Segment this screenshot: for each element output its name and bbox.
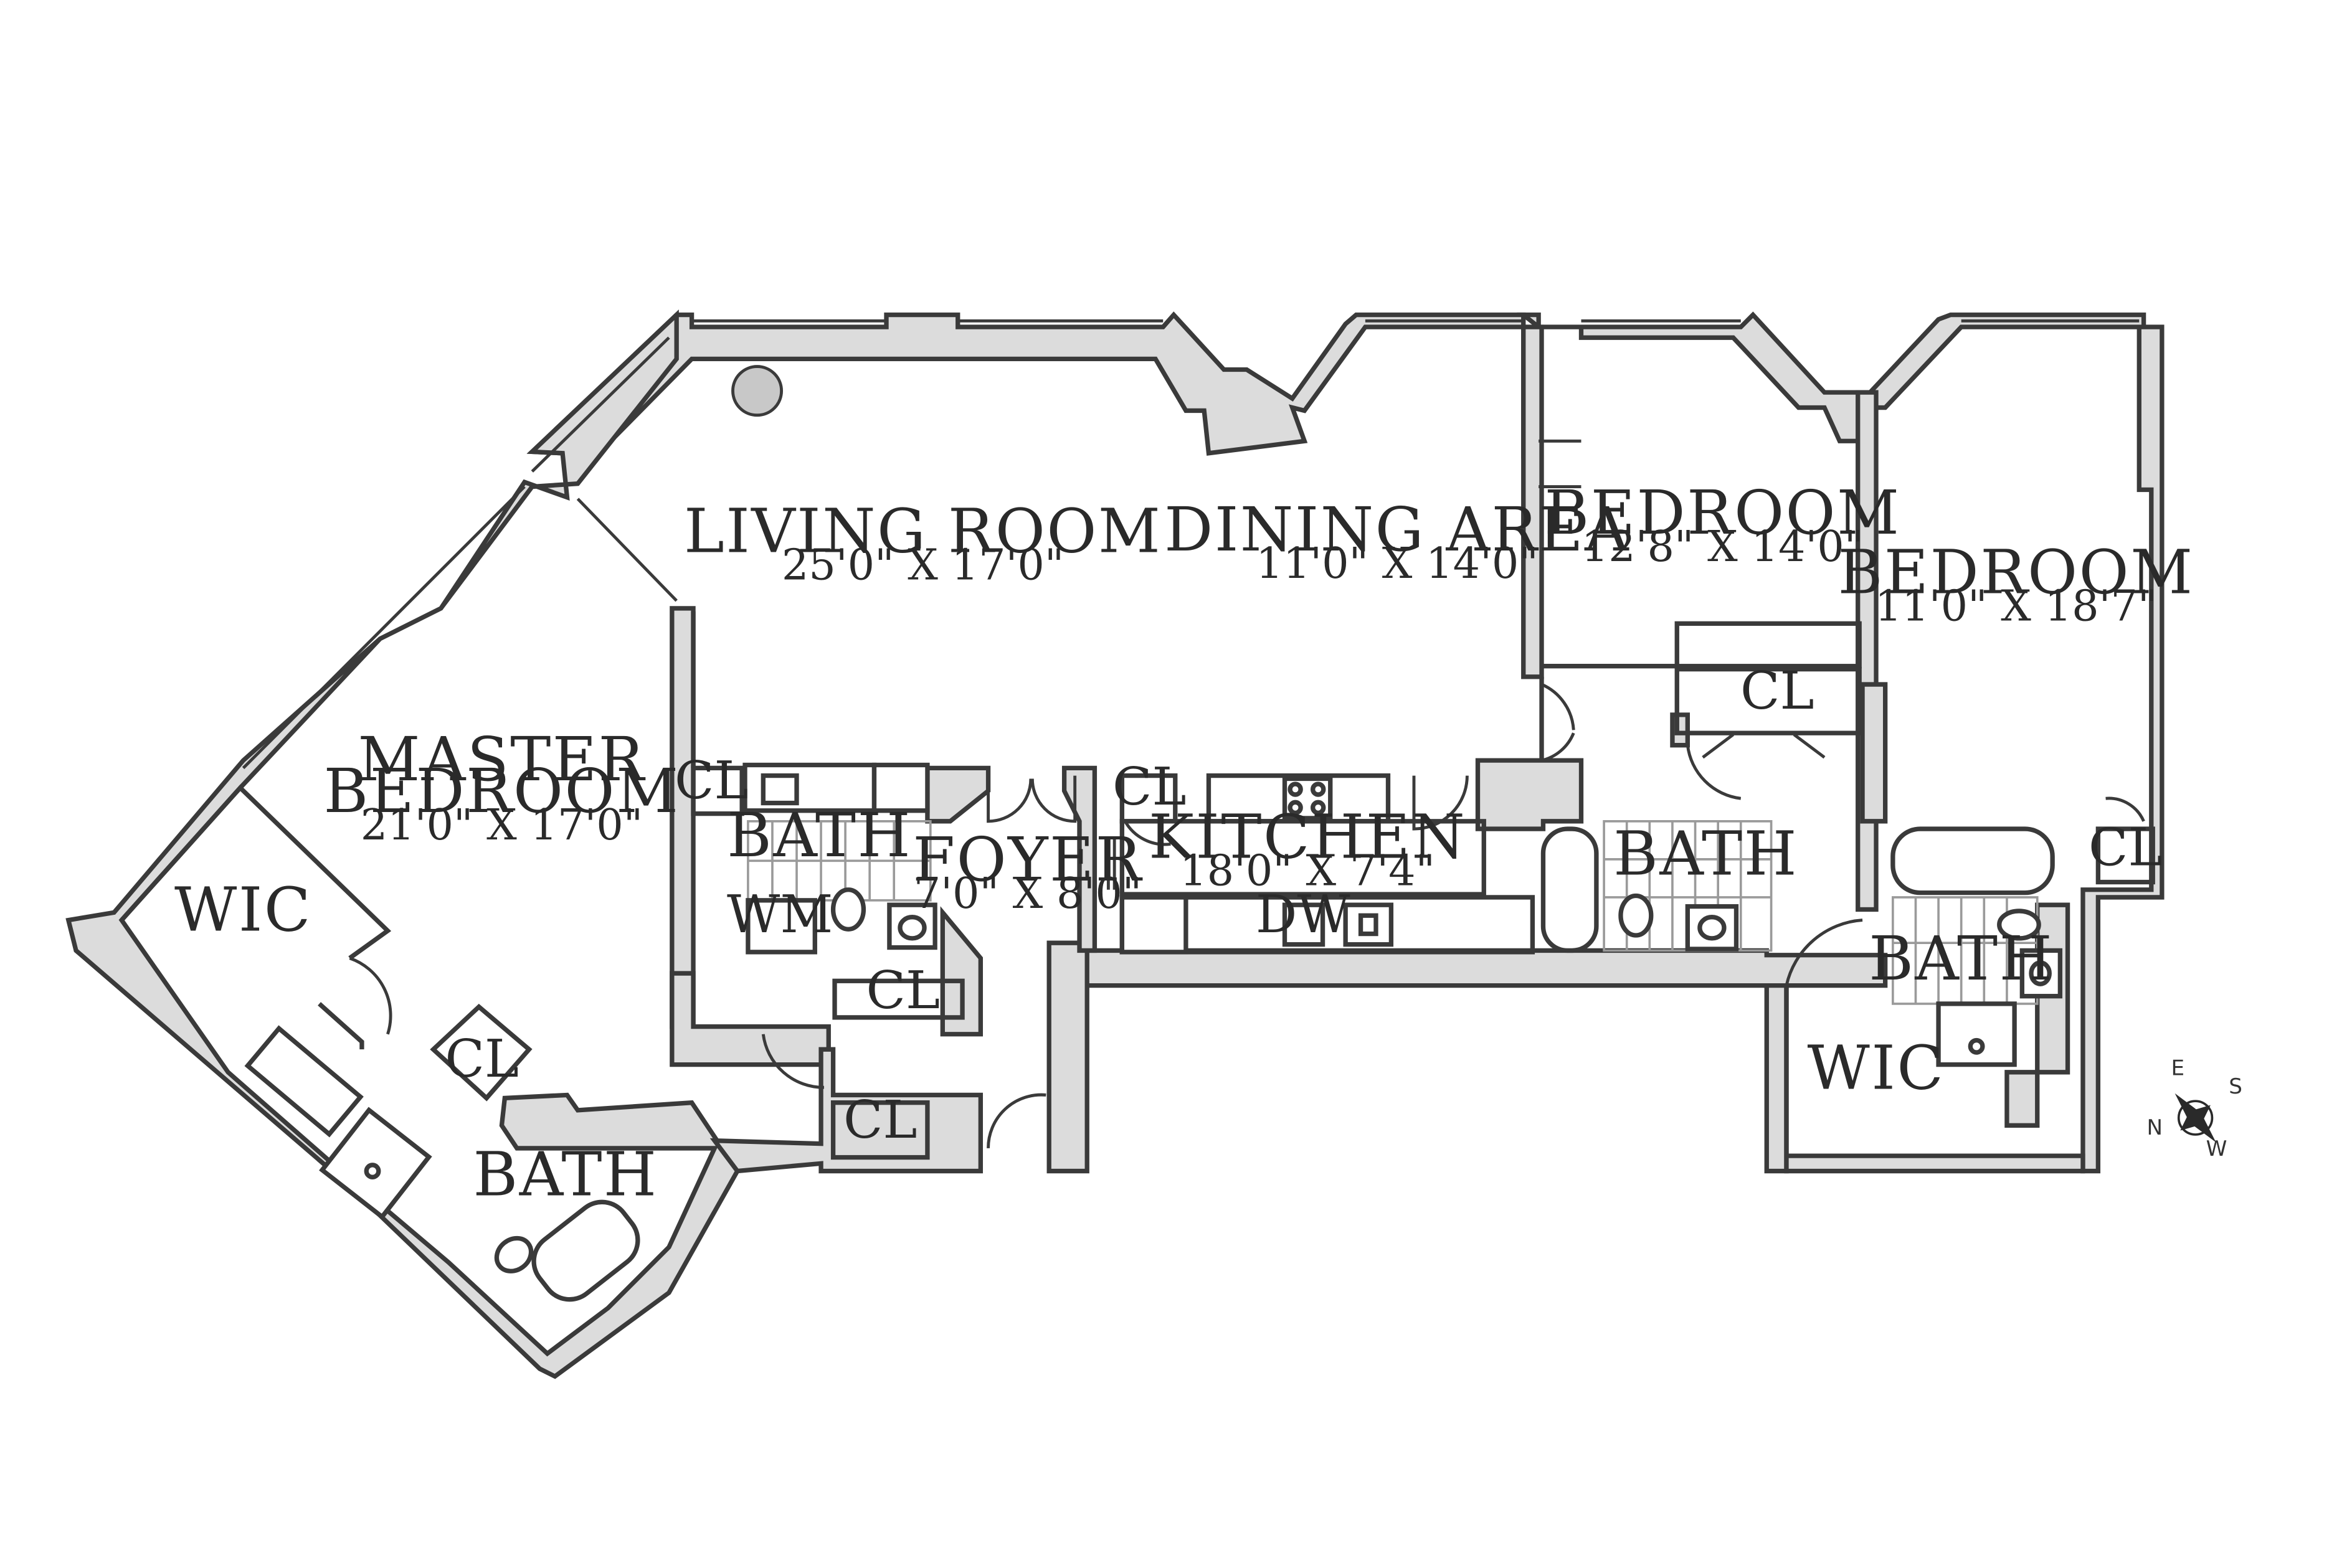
cl-label-kitchen: CL [1112, 757, 1187, 817]
exterior-walls [65, 309, 2165, 1379]
dining-area-label: DINING AREA [1164, 494, 1630, 565]
bath-label-1: BATH [727, 800, 912, 871]
cl-label-entry: CL [843, 1090, 918, 1150]
bedroom1-dims: 12'8" X 14'0" [1581, 522, 1864, 572]
dw-label: DW [1256, 884, 1351, 945]
wic-label-master: WIC [174, 875, 312, 946]
cl-label-bedroom1: CL [1740, 661, 1814, 721]
windows [242, 319, 2140, 770]
master-bedroom-label-2: BEDROOM [324, 756, 680, 827]
kitchen-dims: 18'0" X 7'4" [1180, 846, 1435, 895]
bedroom2-dims: 11'0" X 18'7" [1875, 582, 2157, 631]
kitchen-label: KITCHEN [1149, 801, 1466, 872]
foyer-dims: 7'0" X 8'0" [914, 869, 1142, 919]
cl-label-living: CL [675, 750, 749, 811]
cl-label-master: CL [445, 1029, 519, 1089]
master-bedroom-dims: 21'0" X 17'0" [361, 801, 643, 850]
bath-label-3: BATH [1869, 923, 2054, 994]
compass-n: N [2146, 1115, 2163, 1140]
living-room-label: LIVING ROOM [684, 496, 1162, 567]
wic-label-right: WIC [1808, 1033, 1945, 1104]
column [731, 365, 784, 417]
foyer-label: FOYER [913, 824, 1142, 895]
bath-label-master: BATH [473, 1140, 658, 1211]
compass-icon: E S N W [2146, 1056, 2242, 1161]
doors [349, 682, 2145, 1148]
master-bedroom-label-1: MASTER [358, 724, 646, 795]
living-room-dims: 25'0" X 17'0" [782, 541, 1064, 590]
fixtures [319, 762, 2063, 1302]
dining-area-dims: 11'0" X 14'0" [1256, 539, 1538, 588]
compass-w: W [2206, 1136, 2227, 1161]
compass-e: E [2171, 1056, 2185, 1081]
wm-label: WM [727, 884, 833, 945]
cl-label-hall: CL [866, 960, 941, 1021]
bedroom2-label: BEDROOM [1838, 537, 2194, 608]
bedroom1-label: BEDROOM [1545, 478, 1901, 549]
cl-label-bedroom2: CL [2089, 818, 2163, 878]
bath-label-2: BATH [1613, 818, 1798, 889]
compass-s: S [2229, 1074, 2242, 1099]
